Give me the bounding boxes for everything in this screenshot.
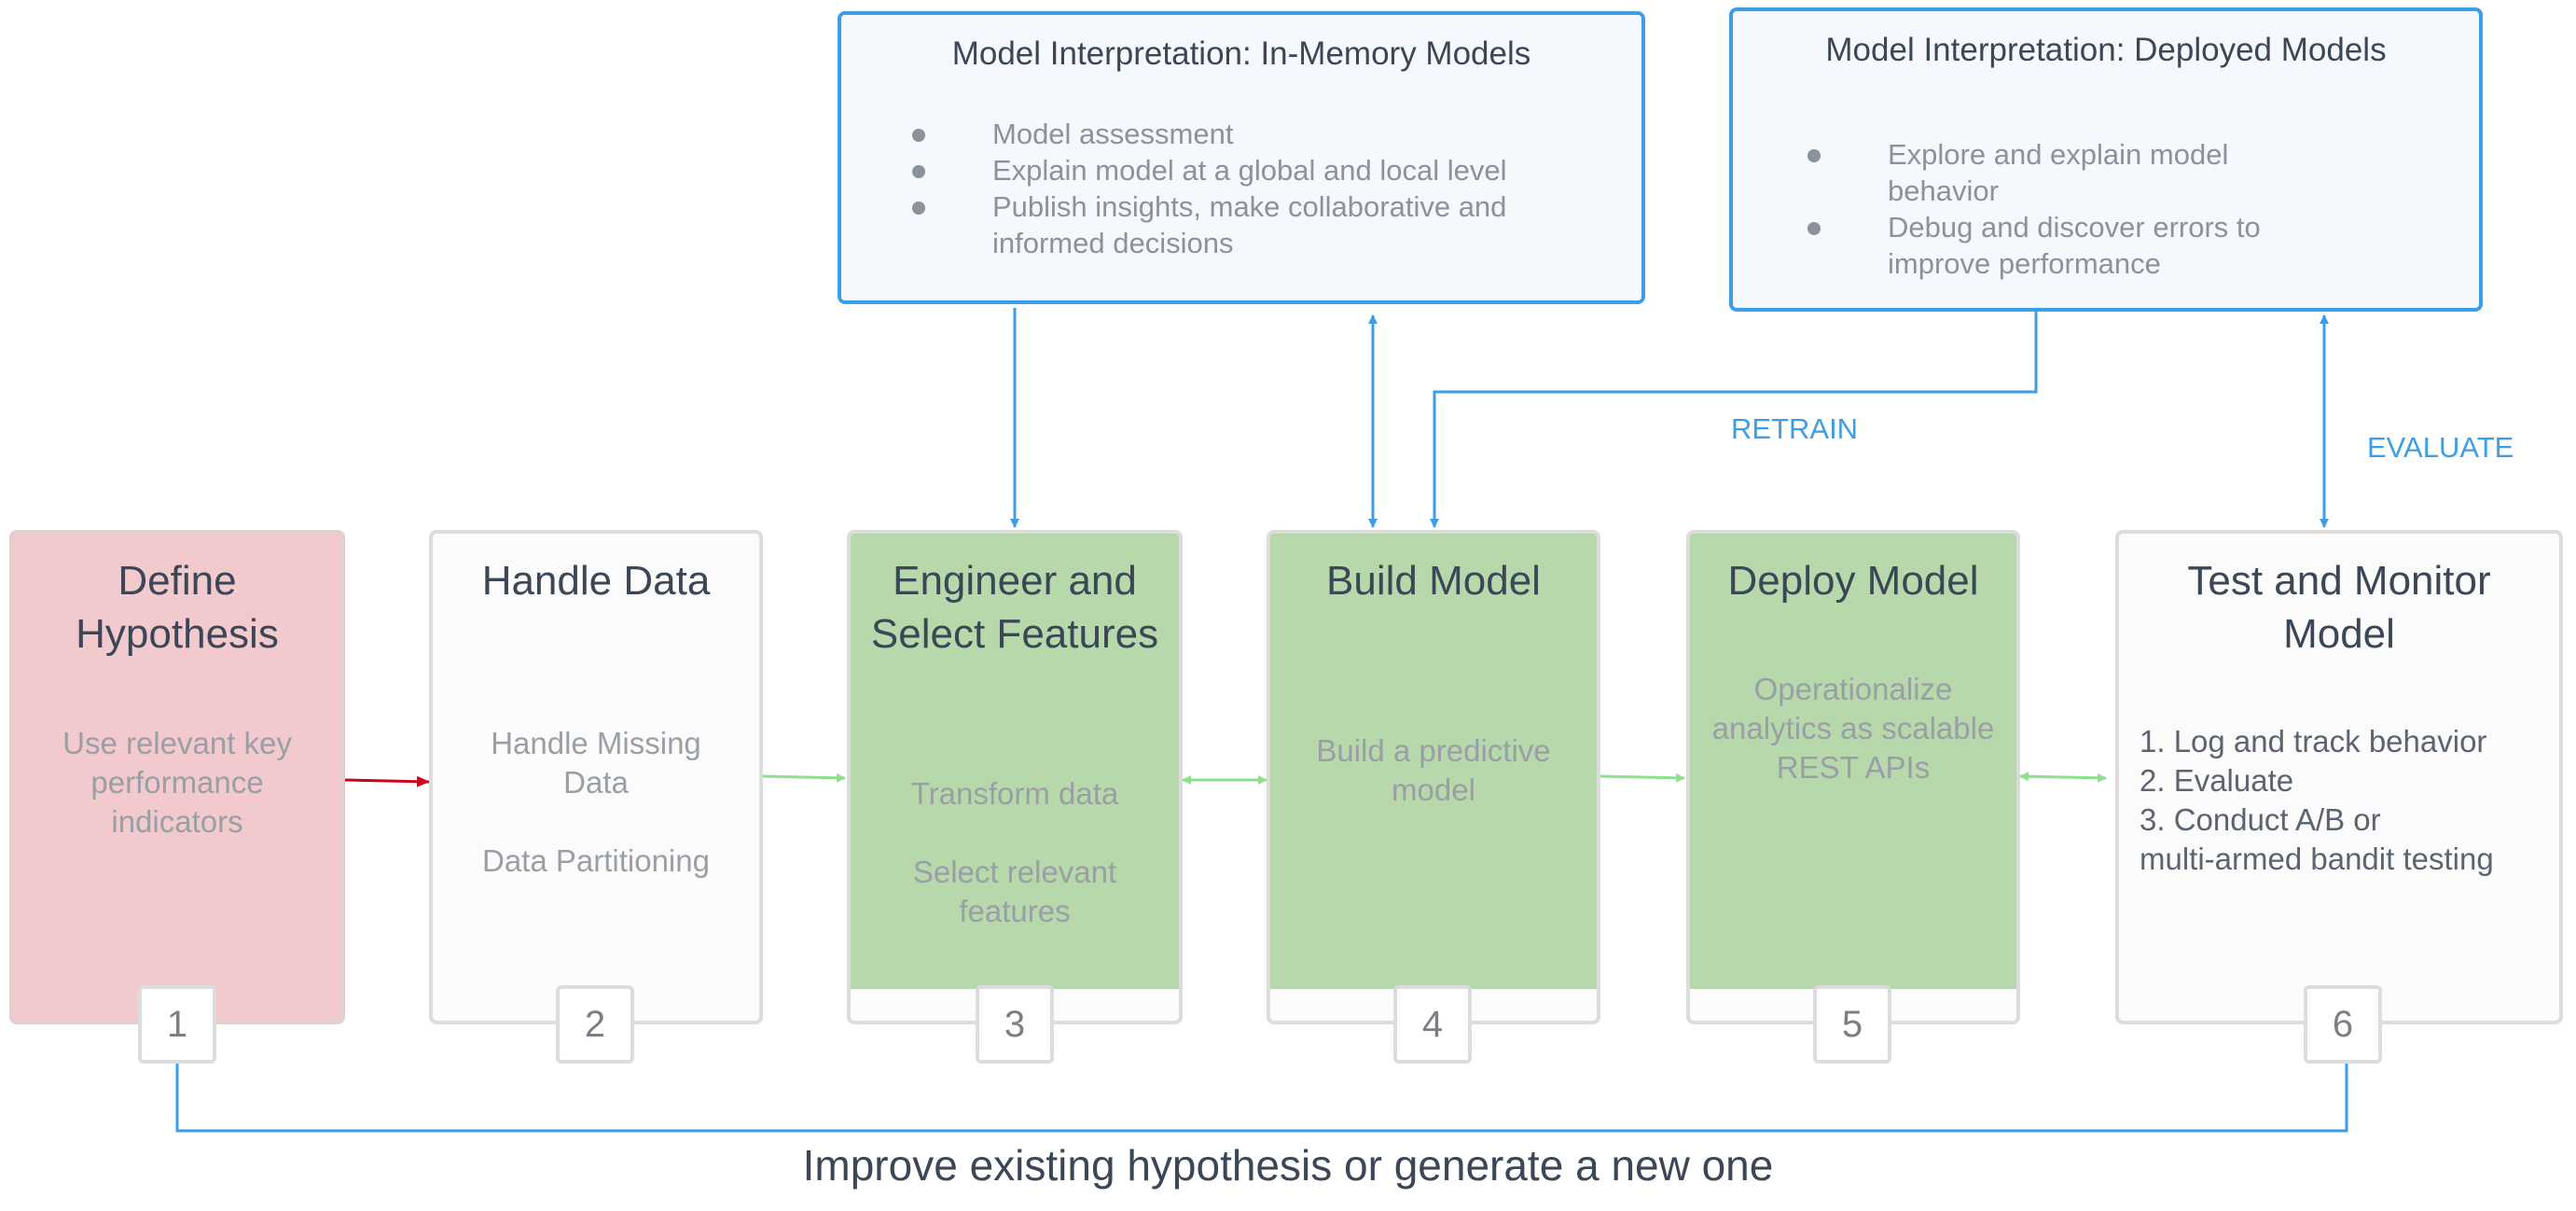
deployed-interpretation-box: Model Interpretation: Deployed Models Ex… [1729,7,2483,312]
bullet-dot [912,165,925,178]
stage-title: Handle Data [481,558,711,604]
stage-define-hypothesis: Define Hypothesis Use relevant key perfo… [9,530,345,1024]
stage-description: Build a predictive model [1316,733,1551,807]
stage-number-3: 3 [976,985,1054,1064]
bullet-item: Debug and discover errors to improve per… [1804,209,2345,282]
stage-number-6: 6 [2304,985,2382,1064]
bullet-dot [1807,222,1821,235]
retrain-label: RETRAIN [1731,412,1859,445]
stage-description: Use relevant key performance indicators [62,726,292,839]
deployed-bullets: Explore and explain model behavior Debug… [1804,136,2345,282]
stage-title: Build Model [1326,558,1541,604]
stage-title: Deploy Model [1727,558,1979,604]
stage-title: Test and Monitor Model [2187,558,2491,657]
stage-number-2: 2 [556,985,634,1064]
bullet-dot [912,129,925,142]
bullet-item: Model assessment [908,116,1543,152]
arrow-1-to-2 [342,775,430,787]
in-memory-interpretation-box: Model Interpretation: In-Memory Models M… [838,11,1645,304]
deployed-title: Model Interpretation: Deployed Models [1825,32,2387,68]
step-item: 3. Conduct A/B or [2140,802,2381,837]
stage-number-1: 1 [138,985,216,1064]
step-item: 1. Log and track behavior [2140,724,2487,759]
bullet-item: Publish insights, make collaborative and… [908,188,1543,261]
stage-description: Transform data Select relevant features [910,776,1119,928]
stage-test-monitor: Test and Monitor Model 1. Log and track … [2115,530,2563,1024]
evaluate-label: EVALUATE [2367,431,2514,464]
step-item: 2. Evaluate [2140,763,2294,798]
stage-description: Handle Missing Data Data Partitioning [482,726,710,878]
stage-number-5: 5 [1813,985,1891,1064]
feedback-label: Improve existing hypothesis or generate … [802,1141,1774,1190]
bullet-item: Explore and explain model behavior [1804,136,2345,209]
stage-deploy-model: Deploy Model Operationalize analytics as… [1686,530,2020,1024]
bullet-item: Explain model at a global and local leve… [908,152,1543,188]
stage-handle-data: Handle Data Handle Missing Data Data Par… [429,530,763,1024]
stage-build-model: Build Model Build a predictive model [1267,530,1600,1024]
arrow-2-to-3 [762,773,846,783]
in-memory-title: Model Interpretation: In-Memory Models [951,35,1531,72]
stage-steps-list: 1. Log and track behavior 2. Evaluate 3.… [2140,722,2550,879]
bullet-dot [1807,149,1821,162]
stage-engineer-features: Engineer and Select Features Transform d… [847,530,1183,1024]
retrain-path [1430,312,2038,528]
arrow-4-to-5 [1599,773,1685,783]
arrow-5-to-6 [2019,772,2107,783]
in-memory-bullets: Model assessment Explain model at a glob… [908,116,1543,261]
stage-description: Operationalize analytics as scalable RES… [1711,672,1995,785]
bullet-dot [912,202,925,215]
stage-number-4: 4 [1393,985,1472,1064]
feedback-path [173,1018,2348,1133]
step-item: multi-armed bandit testing [2140,842,2494,876]
stage-title: Engineer and Select Features [870,558,1159,657]
stage-title: Define Hypothesis [76,558,279,657]
